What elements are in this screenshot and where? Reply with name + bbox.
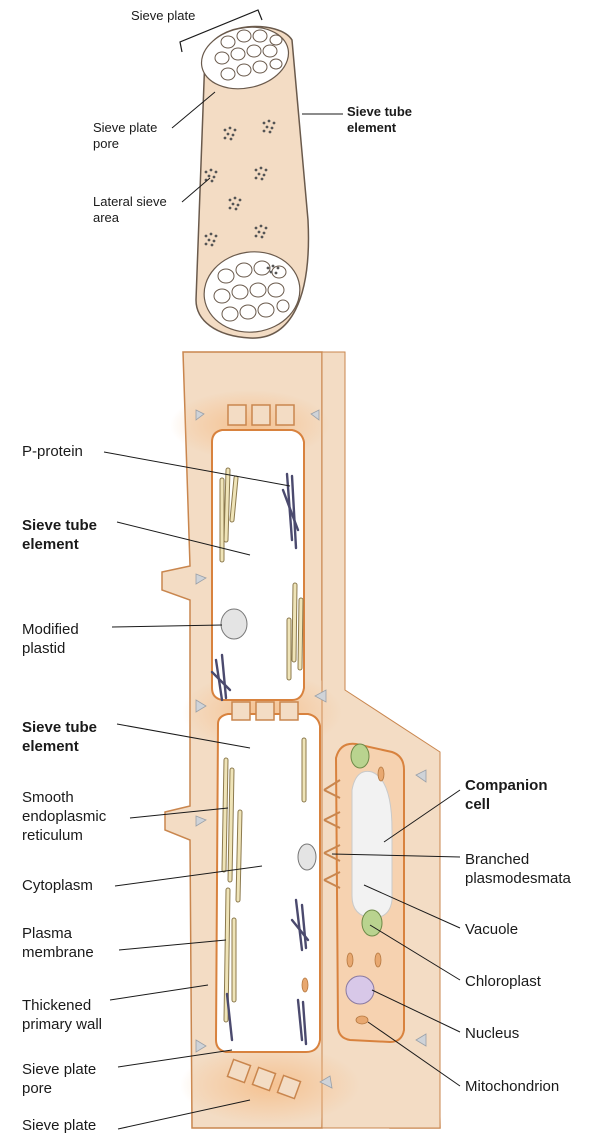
top-sieve-tube-element-illustration [172, 10, 343, 338]
label-nucleus: Nucleus [465, 1024, 519, 1043]
label-cytoplasm: Cytoplasm [22, 876, 93, 895]
label-vacuole: Vacuole [465, 920, 518, 939]
label-top-sieve-plate: Sieve plate [131, 8, 195, 24]
chloroplast-lower [362, 910, 382, 936]
label-chloroplast: Chloroplast [465, 972, 541, 991]
modified-plastid-lower [298, 844, 316, 870]
nucleus [346, 976, 374, 1004]
modified-plastid-upper [221, 609, 247, 639]
label-mitochondrion: Mitochondrion [465, 1077, 559, 1096]
sieve-plate-top [228, 405, 294, 425]
sieve-plate-middle [232, 702, 298, 720]
vacuole [352, 771, 392, 918]
chloroplast-upper [351, 744, 369, 768]
label-sieve-plate: Sieve plate [22, 1116, 96, 1135]
label-p-protein: P-protein [22, 442, 83, 461]
